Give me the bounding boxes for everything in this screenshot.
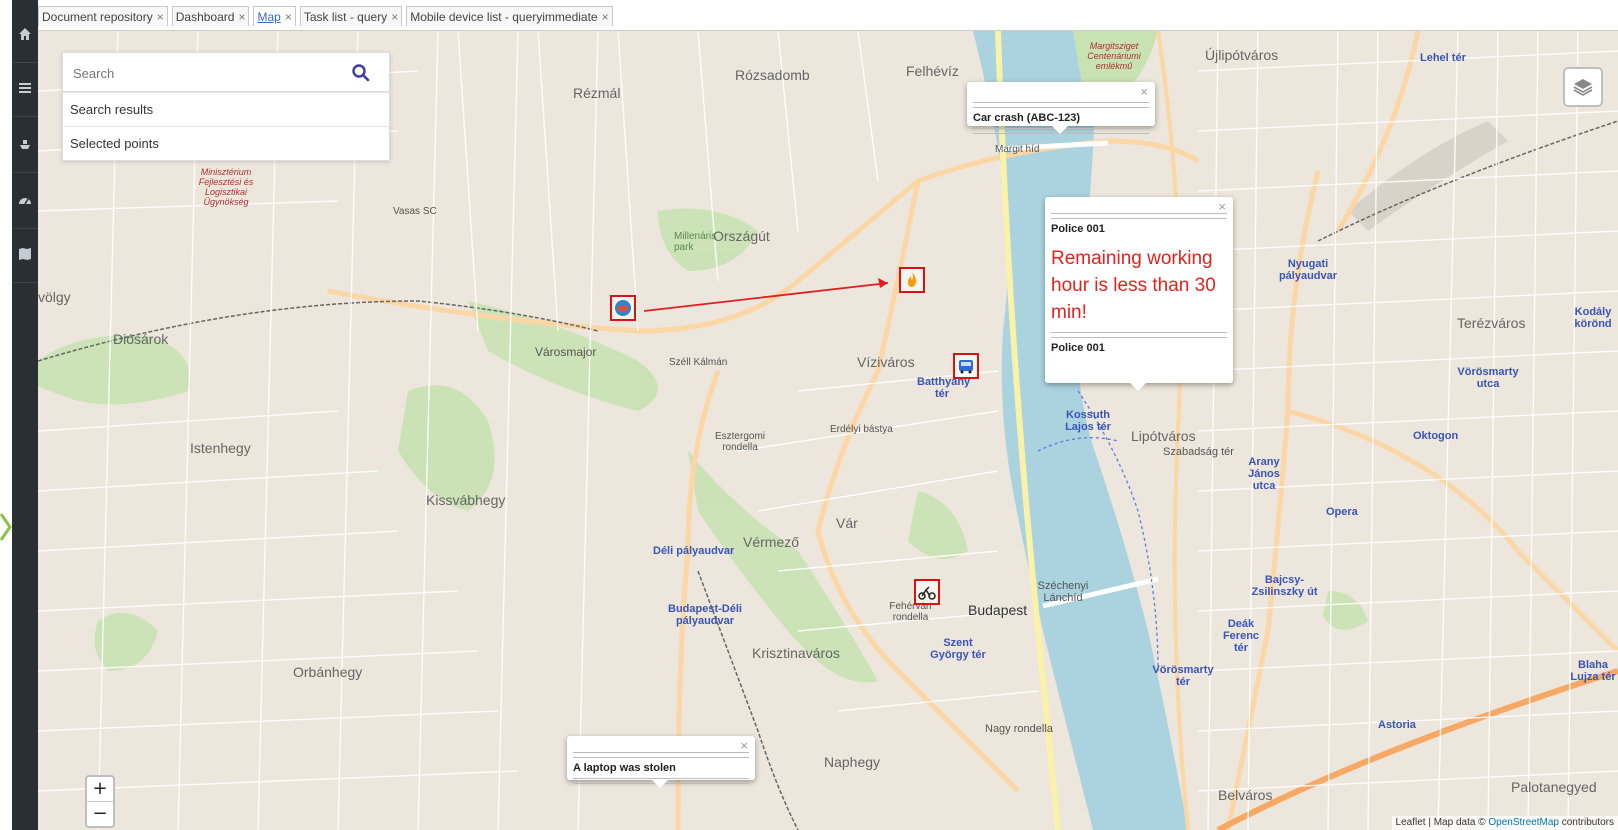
car-crash-popup: × Car crash (ABC-123): [967, 82, 1155, 134]
left-sidebar: [12, 0, 38, 830]
ship-icon[interactable]: [12, 116, 38, 173]
tab-map[interactable]: Map×: [253, 6, 296, 26]
popup-tail: [1051, 125, 1069, 134]
tab-label: Document repository: [42, 9, 153, 24]
home-icon[interactable]: [12, 6, 38, 63]
popup-title: A laptop was stolen: [573, 762, 676, 774]
car-marker[interactable]: [610, 295, 636, 321]
bicycle-icon: [918, 586, 936, 600]
popup-title: Police 001: [1051, 223, 1105, 235]
tab-label: Dashboard: [175, 9, 235, 24]
tab-dashboard[interactable]: Dashboard×: [171, 6, 250, 26]
map-book-icon[interactable]: [12, 226, 38, 283]
popup-divider: [973, 102, 1149, 108]
car-icon: [615, 300, 631, 316]
popup-divider: [1051, 213, 1227, 219]
dashboard-gauge-icon[interactable]: [12, 172, 38, 229]
search-icon[interactable]: [351, 63, 371, 83]
popup-title: Car crash (ABC-123): [973, 112, 1080, 124]
chevron-right-icon[interactable]: [0, 512, 12, 542]
search-bar: [63, 53, 389, 92]
popup-footer: Police 001: [1051, 342, 1105, 354]
close-icon[interactable]: ×: [1140, 84, 1148, 99]
bus-icon: [959, 360, 973, 374]
attribution-text: Leaflet | Map data ©: [1395, 817, 1489, 828]
laptop-popup: × A laptop was stolen: [567, 736, 755, 788]
layers-button[interactable]: [1563, 67, 1603, 107]
close-icon[interactable]: ×: [391, 9, 399, 24]
tab-mobile-device-list[interactable]: Mobile device list - queryimmediate×: [406, 6, 613, 26]
police-popup: × Police 001 Remaining working hour is l…: [1045, 197, 1233, 391]
close-icon[interactable]: ×: [740, 738, 748, 753]
bicycle-marker[interactable]: [914, 579, 940, 605]
popup-divider: [573, 752, 749, 758]
close-icon[interactable]: ×: [238, 9, 246, 24]
zoom-control: + −: [85, 775, 115, 828]
search-results-section[interactable]: Search results: [63, 92, 389, 126]
fire-marker[interactable]: [899, 267, 925, 293]
bus-marker[interactable]: [953, 353, 979, 379]
close-icon[interactable]: ×: [156, 9, 164, 24]
tab-label: Map: [257, 9, 281, 24]
tab-document-repository[interactable]: Document repository×: [38, 6, 168, 26]
search-panel: Search results Selected points: [62, 52, 390, 161]
popup-tail: [651, 779, 669, 788]
warning-message: Remaining working hour is less than 30 m…: [1051, 248, 1216, 323]
popup-divider: [1051, 332, 1227, 338]
map-attribution: Leaflet | Map data © OpenStreetMap contr…: [1391, 816, 1618, 830]
close-icon[interactable]: ×: [601, 9, 609, 24]
tab-bar: Document repository× Dashboard× Map× Tas…: [38, 0, 1618, 31]
attribution-text: contributors: [1558, 817, 1614, 828]
popup-tail: [1129, 382, 1147, 391]
fire-icon: [908, 272, 917, 287]
search-input[interactable]: [71, 61, 345, 85]
zoom-in-button[interactable]: +: [92, 778, 108, 799]
close-icon[interactable]: ×: [284, 9, 292, 24]
selected-points-section[interactable]: Selected points: [63, 126, 389, 160]
osm-link[interactable]: OpenStreetMap: [1488, 817, 1559, 828]
zoom-out-button[interactable]: −: [87, 801, 113, 826]
list-icon[interactable]: [12, 60, 38, 117]
tab-label: Task list - query: [303, 9, 388, 24]
tab-label: Mobile device list - queryimmediate: [410, 9, 598, 24]
close-icon[interactable]: ×: [1218, 199, 1226, 214]
tab-task-list-query[interactable]: Task list - query×: [299, 6, 403, 26]
layers-icon: [1573, 79, 1593, 96]
